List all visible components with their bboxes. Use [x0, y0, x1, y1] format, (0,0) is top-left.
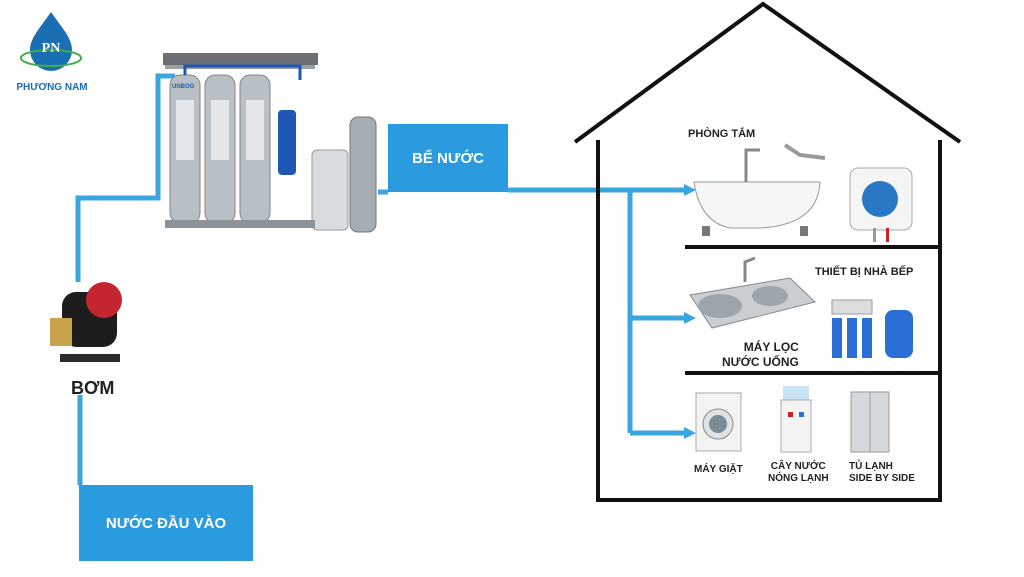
pipe-arrows	[684, 184, 696, 439]
logo-name: PHƯƠNG NAM	[16, 82, 88, 93]
arrow-laundry	[684, 427, 696, 439]
kitchen-label: THIẾT BỊ NHÀ BẾP	[815, 266, 914, 278]
water-dispenser-illustration	[780, 386, 812, 453]
logo-initials: PN	[41, 41, 61, 56]
fridge-label: TỦ LẠNH SIDE BY SIDE	[849, 461, 915, 485]
arrow-bathroom	[684, 184, 696, 196]
pipe-pump-to-filter	[75, 73, 175, 282]
input-water-label: NƯỚC ĐẦU VÀO	[105, 514, 227, 532]
washing-machine-illustration	[695, 392, 742, 452]
purifier-label-line2: NƯỚC UỐNG	[722, 355, 799, 369]
logo-mark	[20, 12, 82, 71]
pump-label: BƠM	[71, 378, 115, 398]
dispenser-label: CÂY NƯỚC NÓNG LẠNH	[768, 461, 829, 485]
pipes	[75, 73, 684, 485]
tank-label: BỂ NƯỚC	[412, 149, 484, 167]
fridge-label-line2: SIDE BY SIDE	[849, 473, 915, 484]
kitchen-sink-illustration	[689, 256, 816, 329]
fridge-illustration	[850, 391, 890, 453]
bathtub-illustration	[693, 143, 826, 236]
dispenser-label-line1: CÂY NƯỚC	[770, 461, 826, 472]
dispenser-label-line2: NÓNG LẠNH	[768, 473, 829, 484]
purifier-label-line1: MÁY LỌC	[743, 340, 799, 354]
house-outline	[573, 1, 962, 502]
pump-illustration	[50, 282, 122, 362]
tank-box: BỂ NƯỚC	[388, 124, 508, 192]
ro-purifier-illustration	[831, 299, 913, 358]
washer-label: MÁY GIẶT	[694, 464, 743, 475]
purifier-label: MÁY LỌC NƯỚC UỐNG	[722, 340, 799, 370]
water-heater-illustration	[849, 167, 913, 242]
bathroom-label: PHÒNG TẮM	[688, 128, 756, 140]
filter-system	[163, 53, 377, 233]
input-water-box: NƯỚC ĐẦU VÀO	[79, 485, 253, 561]
filter-brand: UNBOO	[172, 84, 195, 90]
arrow-kitchen	[684, 312, 696, 324]
fridge-label-line1: TỦ LẠNH	[849, 461, 893, 472]
